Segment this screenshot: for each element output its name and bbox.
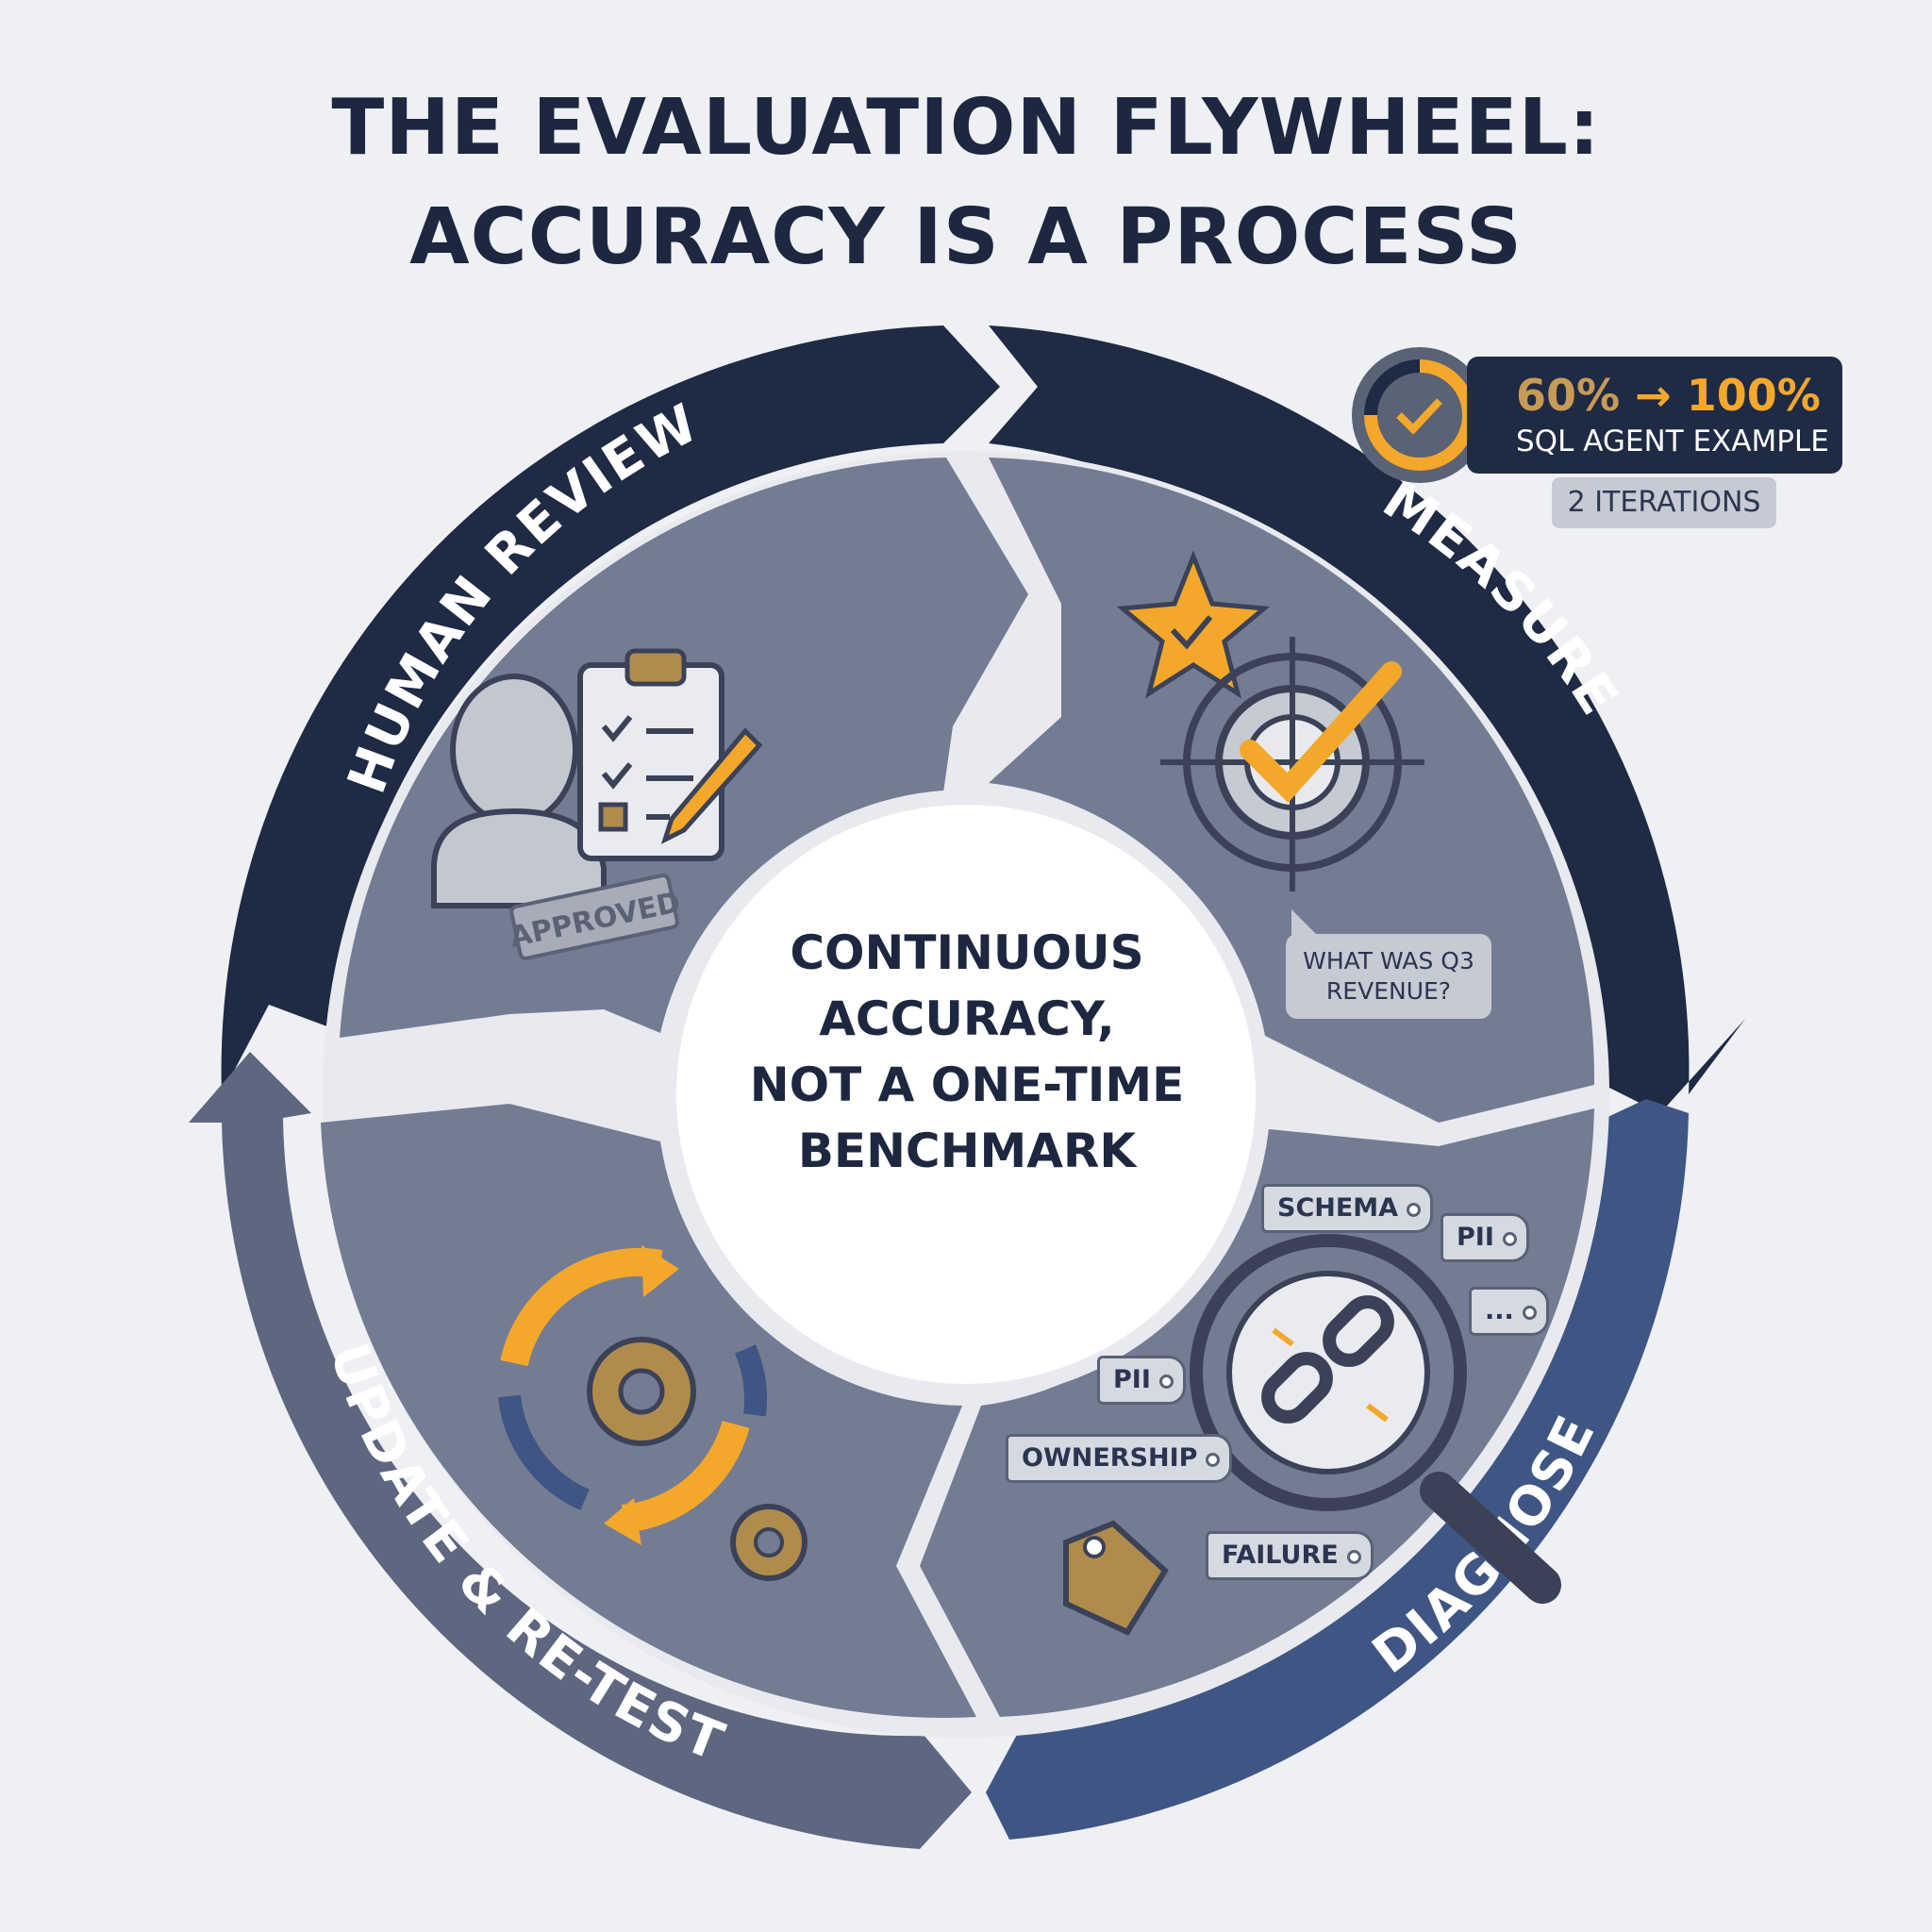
arrow-glyph: → [1635, 370, 1672, 421]
tag-pii-a: PII [1441, 1213, 1529, 1262]
iterations-pill: 2 ITERATIONS [1552, 477, 1776, 528]
star-check-icon [1116, 550, 1271, 699]
question-line-1: WHAT WAS Q3 [1303, 947, 1474, 974]
title-line-1: THE EVALUATION FLYWHEEL: [331, 83, 1601, 173]
tag-schema: SCHEMA [1261, 1184, 1434, 1233]
ring-segment-human-review [221, 325, 1001, 1094]
gear-badge-icon [1352, 347, 1488, 483]
center-line-3: NOT A ONE-TIME [749, 1058, 1185, 1112]
pencil-icon [660, 727, 763, 844]
tag-pii-b: PII [1097, 1356, 1186, 1405]
accuracy-to: 100% [1686, 370, 1821, 421]
broken-link-icon [1261, 1295, 1394, 1424]
accuracy-from: 60% [1516, 370, 1621, 421]
title-line-2: ACCURACY IS A PROCESS [409, 192, 1523, 282]
ring-segment-update [189, 1052, 972, 1849]
result-badge: 60% → 100% SQL AGENT EXAMPLE [1467, 357, 1842, 474]
refresh-gear-icon [498, 1245, 768, 1545]
ring-segment-diagnose [986, 1099, 1689, 1840]
question-line-2: REVENUE? [1325, 977, 1452, 1005]
question-bubble: WHAT WAS Q3 REVENUE? [1286, 909, 1491, 1019]
center-line-2: ACCURACY, [819, 991, 1115, 1046]
target-check-icon [1160, 637, 1424, 891]
page-title: THE EVALUATION FLYWHEEL: ACCURACY IS A P… [0, 74, 1932, 292]
person-icon [431, 674, 607, 908]
center-circle [661, 790, 1271, 1399]
accuracy-improvement: 60% → 100% [1516, 370, 1821, 421]
badge-subtitle: SQL AGENT EXAMPLE [1516, 425, 1829, 458]
center-line-4: BENCHMARK [797, 1124, 1137, 1178]
tag-ownership: OWNERSHIP [1006, 1434, 1233, 1483]
tag-failure: FAILURE [1206, 1531, 1374, 1580]
small-gear-icon [730, 1504, 808, 1581]
clipboard-icon [577, 648, 724, 861]
center-line-1: CONTINUOUS [790, 925, 1144, 980]
tag-ellipsis: ... [1469, 1287, 1549, 1336]
tag-icon [1063, 1520, 1169, 1636]
center-message: CONTINUOUS ACCURACY, NOT A ONE-TIME BENC… [689, 920, 1245, 1184]
